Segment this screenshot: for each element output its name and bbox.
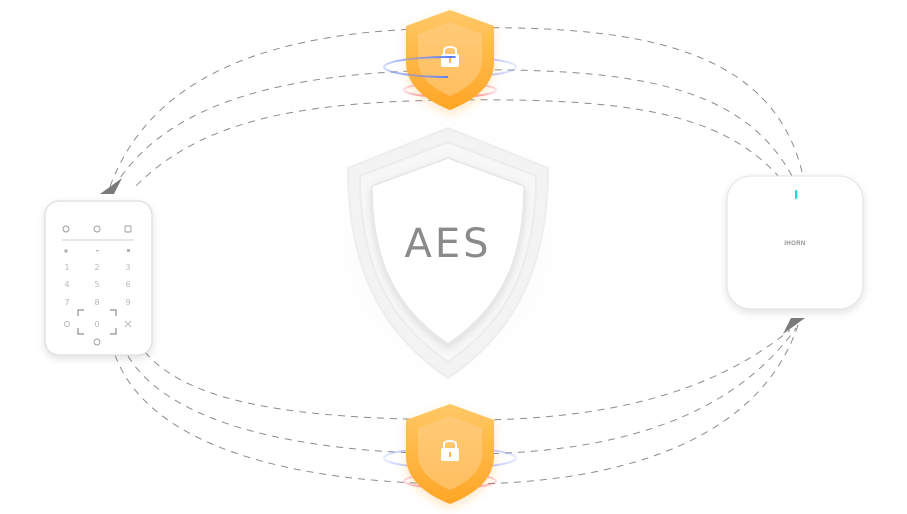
key-3[interactable]: 3 xyxy=(125,263,130,272)
lock-icon xyxy=(441,440,459,461)
keypad-top-icons xyxy=(62,225,132,233)
arc-top-inner xyxy=(133,99,781,189)
shield-icon xyxy=(124,225,132,233)
clock-icon xyxy=(93,225,101,233)
keypad-side-keys xyxy=(64,320,132,328)
arrow-to-keypad xyxy=(100,178,122,194)
key-1[interactable]: 1 xyxy=(64,263,69,272)
arc-bottom-middle xyxy=(127,327,797,455)
arrow-to-hub xyxy=(783,318,805,334)
hub-indicator-light xyxy=(795,190,798,199)
key-right-icon[interactable] xyxy=(124,320,132,328)
alert-icon xyxy=(127,249,130,252)
key-8[interactable]: 8 xyxy=(94,298,99,307)
hub-brand-label: IHORN xyxy=(784,241,805,247)
key-9[interactable]: 9 xyxy=(125,298,130,307)
keypad-mode-icons xyxy=(64,249,130,253)
key-left-icon[interactable] xyxy=(64,321,70,327)
keypad-device: 1 2 3 4 5 6 7 8 9 0 xyxy=(44,200,153,356)
key-2[interactable]: 2 xyxy=(94,263,99,272)
key-0[interactable]: 0 xyxy=(94,320,99,329)
key-5[interactable]: 5 xyxy=(94,280,99,289)
encryption-badge-top xyxy=(383,10,517,110)
key-4[interactable]: 4 xyxy=(64,280,69,289)
hub-device: IHORN xyxy=(726,175,864,310)
key-focus-frame xyxy=(77,309,117,335)
alarm-icon xyxy=(62,225,70,233)
mode-icon xyxy=(96,250,99,252)
aes-label: AES xyxy=(404,221,491,267)
key-7[interactable]: 7 xyxy=(64,298,69,307)
key-6[interactable]: 6 xyxy=(125,280,130,289)
power-icon[interactable] xyxy=(93,338,101,346)
bell-icon xyxy=(64,249,68,253)
aes-shield: AES xyxy=(308,98,588,398)
encryption-badge-bottom xyxy=(383,404,517,504)
